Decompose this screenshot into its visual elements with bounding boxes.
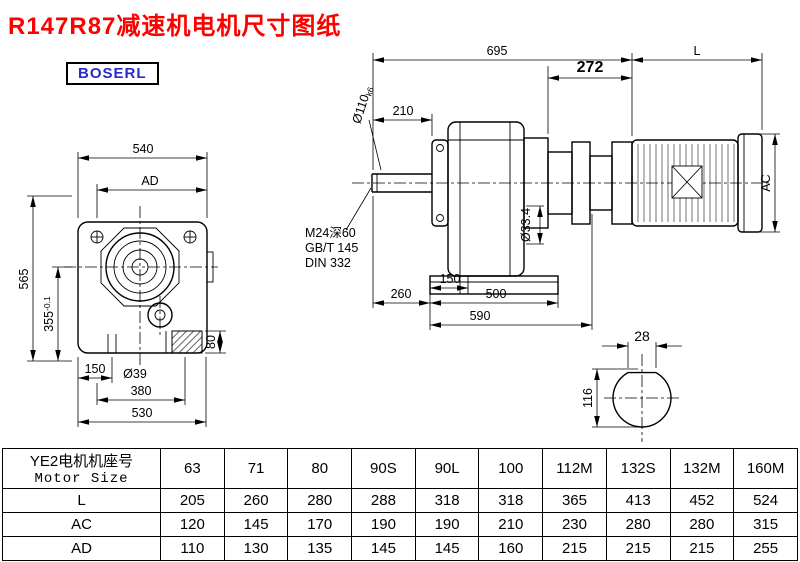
- dim-overall-length: 695: [487, 44, 508, 58]
- table-header-row: YE2电机机座号 Motor Size 63 71 80 90S 90L 100…: [2, 448, 798, 489]
- dim-bolt-span: 380: [131, 384, 152, 398]
- dim-motor-length: L: [694, 44, 701, 58]
- table-cell: 255: [733, 536, 798, 561]
- table-cell: 190: [414, 512, 480, 537]
- table-cell: 215: [542, 536, 607, 561]
- frame-size-header: 132M: [669, 448, 735, 489]
- row-label: AC: [2, 512, 161, 537]
- brand-logo: BOSERL: [66, 62, 159, 85]
- dim-housing-length: 500: [486, 287, 507, 301]
- table-cell: 318: [414, 488, 480, 513]
- dim-motor-height: AC: [759, 174, 773, 191]
- table-cell: 135: [287, 536, 353, 561]
- dim-shaft-length: 210: [393, 104, 414, 118]
- motor-size-header: YE2电机机座号 Motor Size: [2, 448, 161, 489]
- dim-base-width: 530: [132, 406, 153, 420]
- row-label: AD: [2, 536, 161, 561]
- section-pad: [171, 330, 203, 354]
- gearbox-housing-side: [447, 121, 525, 277]
- dim-hole-diameter: Ø39: [123, 367, 147, 381]
- table-cell: 288: [351, 488, 416, 513]
- thread-standard-din: DIN 332: [305, 256, 351, 270]
- frame-size-header: 132S: [605, 448, 671, 489]
- mounting-foot: [429, 275, 559, 295]
- dim-pilot-diameter: Ø33.4: [519, 208, 533, 242]
- shaft-end-view: 28 116: [581, 328, 682, 442]
- table-cell: 315: [733, 512, 798, 537]
- table-cell: 110: [160, 536, 225, 561]
- table-cell: 145: [414, 536, 480, 561]
- dim-center-height: 355-0.1: [42, 296, 56, 332]
- table-row-L: L 205 260 280 288 318 318 365 413 452 52…: [2, 488, 798, 513]
- table-cell: 130: [223, 536, 289, 561]
- table-cell: 452: [669, 488, 735, 513]
- dim-shaft-extension: 260: [391, 287, 412, 301]
- motor-size-header-cn: YE2电机机座号: [29, 453, 134, 470]
- dim-shaft-diameter-tolerance: k6: [363, 86, 375, 98]
- dim-foot-hole: 150: [440, 272, 461, 286]
- frame-size-header: 90L: [414, 448, 480, 489]
- table-cell: 145: [351, 536, 416, 561]
- table-cell: 524: [733, 488, 798, 513]
- table-cell: 160: [478, 536, 544, 561]
- frame-size-header: 100: [478, 448, 544, 489]
- row-label: L: [2, 488, 161, 513]
- table-cell: 280: [669, 512, 735, 537]
- table-cell: 280: [287, 488, 353, 513]
- table-cell: 205: [160, 488, 225, 513]
- table-row-AD: AD 110 130 135 145 145 160 215 215 215 2…: [2, 536, 798, 561]
- table-cell: 230: [542, 512, 607, 537]
- gearbox-housing-front: [77, 221, 208, 354]
- table-cell: 365: [542, 488, 607, 513]
- table-cell: 215: [669, 536, 735, 561]
- dim-shaft-diameter: Ø110k6: [350, 84, 376, 126]
- frame-size-header: 80: [287, 448, 353, 489]
- dim-shaft-end-diameter: 116: [581, 388, 595, 408]
- technical-drawing: 540 AD 565 355-0.1 150 Ø39 380 530: [17, 44, 780, 442]
- frame-size-header: 90S: [351, 448, 416, 489]
- output-bore: [105, 232, 175, 302]
- dim-center-height-tolerance: -0.1: [42, 296, 52, 311]
- table-row-AC: AC 120 145 170 190 190 210 230 280 280 3…: [2, 512, 798, 537]
- front-view: 540 AD 565 355-0.1 150 Ø39 380 530: [17, 142, 226, 427]
- oil-plug: [206, 251, 214, 283]
- dim-key-width: 28: [634, 328, 650, 344]
- dim-adapter-length: 272: [577, 59, 604, 76]
- thread-spec: M24深60: [305, 226, 356, 240]
- table-cell: 120: [160, 512, 225, 537]
- frame-size-header: 112M: [542, 448, 607, 489]
- frame-size-header: 63: [160, 448, 225, 489]
- table-cell: 260: [223, 488, 289, 513]
- motor-size-header-en: Motor Size: [34, 471, 129, 487]
- table-cell: 413: [605, 488, 671, 513]
- dim-shaft-diameter-value: Ø110: [350, 93, 372, 126]
- secondary-bore: [147, 302, 173, 328]
- dim-pad-height: 80: [204, 335, 218, 349]
- dim-front-width: 540: [133, 142, 154, 156]
- table-cell: 210: [478, 512, 544, 537]
- shaft-section: [612, 371, 672, 428]
- motor-size-table: YE2电机机座号 Motor Size 63 71 80 90S 90L 100…: [2, 448, 798, 561]
- thread-standard-gb: GB/T 145: [305, 241, 358, 255]
- bore-flange-octagon: [100, 227, 180, 307]
- frame-size-header: 71: [223, 448, 289, 489]
- dim-center-height-value: 355: [42, 311, 56, 332]
- table-cell: 318: [478, 488, 544, 513]
- dim-foot-offset: 150: [85, 362, 106, 376]
- dim-base-length: 590: [470, 309, 491, 323]
- table-cell: 145: [223, 512, 289, 537]
- table-cell: 215: [605, 536, 671, 561]
- side-view: 695 272 L Ø110k6 210 M24深60 GB/T 145 DIN…: [305, 44, 780, 330]
- table-cell: 190: [351, 512, 416, 537]
- frame-size-header: 160M: [733, 448, 798, 489]
- dim-height-total: 565: [17, 269, 31, 290]
- page-title: R147R87减速机电机尺寸图纸: [8, 13, 342, 40]
- dim-ad: AD: [141, 174, 158, 188]
- table-cell: 280: [605, 512, 671, 537]
- table-cell: 170: [287, 512, 353, 537]
